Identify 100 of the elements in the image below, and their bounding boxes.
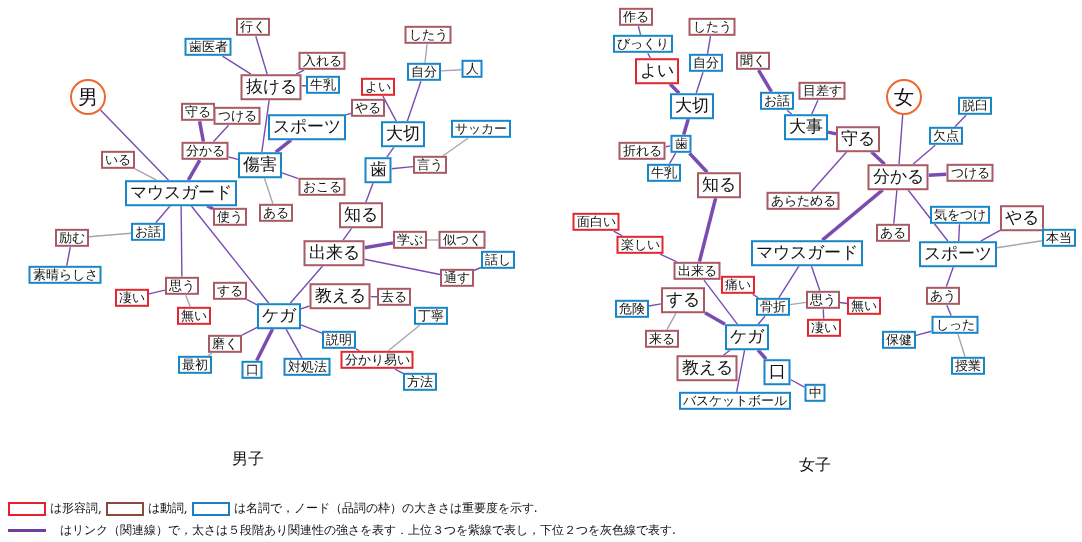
- adjective-node: 無い: [847, 296, 881, 316]
- verb-node: する: [661, 287, 705, 313]
- verb-node: 使う: [213, 207, 247, 227]
- verb-node: 知る: [697, 172, 741, 198]
- graph-caption: 男子: [232, 448, 264, 470]
- link-line: [355, 348, 361, 352]
- link-line: [387, 324, 421, 352]
- legend-text: は形容詞,: [50, 500, 102, 517]
- adjective-node: 無い: [177, 306, 211, 326]
- strong-link-line: [821, 188, 884, 242]
- link-line: [666, 312, 677, 331]
- link-line: [263, 177, 274, 205]
- verb-node: やる: [1000, 205, 1044, 231]
- link-line: [207, 352, 213, 357]
- link-line: [957, 333, 966, 358]
- center-circle: 女: [886, 79, 922, 115]
- link-line: [695, 71, 704, 94]
- noun-node: 丁寧: [414, 306, 448, 326]
- link-line: [946, 304, 952, 317]
- verb-node: したう: [688, 17, 736, 37]
- strong-link-line: [704, 311, 726, 326]
- strong-link-line: [688, 152, 709, 174]
- verb-node: したう: [404, 25, 452, 45]
- link-line: [647, 52, 652, 59]
- link-line: [300, 85, 307, 87]
- verb-node: 抜ける: [240, 74, 302, 100]
- link-line: [424, 43, 428, 64]
- link-line: [241, 326, 258, 336]
- noun-node: バスケットボール: [679, 391, 791, 411]
- verb-node: 似つく: [438, 230, 486, 250]
- noun-node: 最初: [178, 355, 212, 375]
- verb-node: する: [213, 281, 247, 301]
- noun-node: 素晴らしさ: [28, 265, 102, 285]
- adjective-node: よい: [361, 77, 395, 97]
- verb-node: おこる: [298, 177, 346, 197]
- verb-node: 折れる: [618, 141, 666, 161]
- adjective-node: 面白い: [572, 212, 620, 232]
- verb-node: あう: [926, 286, 960, 306]
- link-line: [180, 205, 183, 278]
- legend-text: はリンク（関連線）で，太さは５段階あり関連性の強さを表す．上位３つを紫線で表し，下位２つを灰色線で表す.: [60, 522, 676, 539]
- link-line: [342, 227, 353, 241]
- link-line: [281, 172, 300, 180]
- verb-node: 学ぶ: [393, 230, 427, 250]
- graph-caption: 女子: [799, 454, 831, 476]
- verb-node: 思う: [165, 276, 199, 296]
- noun-node: 対処法: [283, 357, 331, 377]
- link-line: [155, 205, 171, 224]
- link-line: [345, 112, 352, 116]
- link-line: [300, 324, 323, 334]
- verb-node: あらためる: [766, 191, 840, 211]
- link-line: [285, 328, 303, 359]
- link-line: [255, 35, 268, 75]
- verb-node: 分かる: [867, 164, 929, 190]
- noun-node: びっくり: [613, 34, 673, 54]
- verb-node: 分かる: [181, 141, 229, 161]
- noun-node: 欠点: [929, 126, 963, 146]
- strong-link-line: [364, 241, 394, 250]
- link-line: [703, 279, 738, 325]
- link-line: [958, 223, 961, 242]
- verb-node: 守る: [181, 102, 215, 122]
- adjective-node: 凄い: [807, 318, 841, 338]
- center-circle: 男: [70, 79, 106, 115]
- noun-node: ケガ: [257, 303, 301, 329]
- verb-node: ある: [876, 223, 910, 243]
- link-line: [190, 205, 270, 304]
- link-line: [945, 266, 955, 288]
- link-line: [980, 229, 1001, 242]
- noun-node: 中: [804, 383, 826, 403]
- noun-node: 方法: [403, 372, 437, 392]
- noun-node: 人: [461, 59, 483, 79]
- noun-node: 骨折: [756, 297, 790, 317]
- link-line: [668, 152, 677, 165]
- verb-node: 言う: [413, 155, 447, 175]
- noun-node: 授業: [951, 356, 985, 376]
- legend-text: は動詞,: [147, 500, 188, 517]
- link-line: [148, 289, 166, 295]
- link-line: [898, 114, 904, 165]
- link-line: [246, 299, 258, 306]
- verb-node: つける: [946, 163, 994, 183]
- noun-node: しった: [931, 315, 979, 335]
- verb-node: 去る: [377, 287, 411, 307]
- verb-node: 励む: [55, 228, 89, 248]
- verb-node: 入れる: [298, 51, 346, 71]
- verb-node: 教える: [309, 283, 371, 309]
- link-line: [382, 95, 397, 122]
- verb-node: 出来る: [303, 240, 365, 266]
- verb-node: 磨く: [208, 334, 242, 354]
- link-line: [757, 315, 766, 325]
- noun-node: 歯医者: [184, 37, 232, 57]
- link-line: [99, 109, 170, 181]
- noun-node: スポーツ: [919, 241, 997, 267]
- strong-link-line: [697, 197, 718, 263]
- strong-link-line: [827, 130, 837, 136]
- noun-node: 牛乳: [306, 75, 340, 95]
- strong-link-line: [757, 69, 773, 93]
- link-line: [406, 80, 422, 122]
- noun-node: 大事: [784, 114, 828, 140]
- legend-text: は名詞で，ノード（品詞の枠）の大きさは重要度を示す.: [233, 500, 538, 517]
- link-line: [893, 189, 898, 225]
- link-line: [363, 258, 441, 276]
